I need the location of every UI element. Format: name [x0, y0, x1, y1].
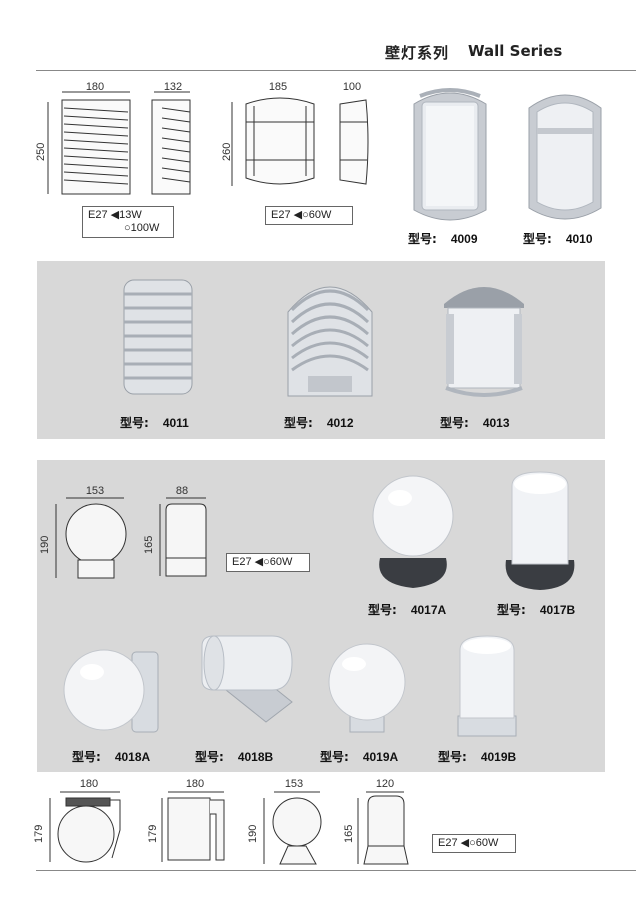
- model-prefix: 型号:: [523, 232, 552, 246]
- model-number: 4018B: [237, 750, 274, 764]
- spec-box-b: E27 ◀○60W: [265, 206, 353, 225]
- page-title-english: Wall Series: [468, 42, 563, 60]
- drawing-4018a: [49, 791, 121, 863]
- drawing-4019a: [263, 791, 322, 865]
- socket-type: E27: [438, 837, 458, 849]
- product-label-4017b: 型号: 4017B: [497, 601, 575, 618]
- model-prefix: 型号:: [497, 603, 526, 617]
- drawing-cylinder-lamp: [159, 497, 207, 577]
- dim-height-4019a: 190: [247, 824, 259, 843]
- model-number: 4019B: [480, 750, 517, 764]
- model-prefix: 型号:: [368, 603, 397, 617]
- product-label-4011: 型号: 4011: [120, 414, 189, 431]
- model-prefix: 型号:: [195, 750, 224, 764]
- drawing-4019b: [357, 791, 409, 865]
- model-number: 4017B: [539, 603, 576, 617]
- model-prefix: 型号:: [284, 416, 313, 430]
- dim-height-4018b: 179: [147, 824, 159, 843]
- bulb-icon: ◀○: [254, 556, 270, 568]
- product-label-4019a: 型号: 4019A: [320, 748, 398, 765]
- product-image-4019a: [328, 643, 406, 733]
- wattage: 60W: [475, 837, 499, 849]
- model-prefix: 型号:: [120, 416, 149, 430]
- product-image-4018a: [63, 649, 159, 733]
- spec-box-section3: E27 ◀○60W: [226, 553, 310, 572]
- bulb-icon: ○: [124, 222, 131, 234]
- drawing-4018b: [161, 791, 225, 862]
- product-image-4012: [287, 286, 373, 397]
- model-prefix: 型号:: [438, 750, 467, 764]
- bulb-icon: ◀○: [460, 837, 476, 849]
- product-label-4009: 型号: 4009: [408, 230, 478, 247]
- model-prefix: 型号:: [440, 416, 469, 430]
- wattage: 60W: [269, 556, 293, 568]
- product-label-4012: 型号: 4012: [284, 414, 354, 431]
- product-image-4019b: [457, 635, 517, 737]
- spec-box-a: E27 ◀13W ○100W: [82, 206, 174, 238]
- model-prefix: 型号:: [72, 750, 101, 764]
- dim-width-4018a: 180: [79, 778, 99, 790]
- socket-type: E27: [88, 209, 108, 221]
- drawing-louver-lamp: [47, 91, 191, 195]
- dim-width-4019a: 153: [284, 778, 304, 790]
- product-image-4009: [413, 88, 487, 221]
- dim-depth-a: 132: [163, 81, 183, 93]
- product-label-4019b: 型号: 4019B: [438, 748, 516, 765]
- dim-width-globe: 153: [85, 485, 105, 497]
- model-number: 4018A: [114, 750, 151, 764]
- dim-height-4018a: 179: [33, 824, 45, 843]
- wattage-2: 100W: [130, 222, 160, 234]
- dim-width-b: 185: [268, 81, 288, 93]
- footer-rule: [36, 870, 636, 871]
- model-number: 4009: [450, 232, 478, 246]
- model-prefix: 型号:: [408, 232, 437, 246]
- page-title-chinese: 壁灯系列: [385, 44, 450, 62]
- socket-type: E27: [271, 209, 291, 221]
- product-image-4010: [528, 94, 602, 220]
- product-image-4017a: [372, 475, 454, 588]
- dim-height-globe: 190: [39, 535, 51, 554]
- model-number: 4017A: [410, 603, 447, 617]
- model-number: 4012: [326, 416, 354, 430]
- bulb-icon: ◀: [110, 209, 120, 221]
- dim-height-cylinder: 165: [143, 535, 155, 554]
- socket-type: E27: [232, 556, 252, 568]
- dim-width-4018b: 180: [185, 778, 205, 790]
- product-image-4013: [444, 287, 524, 397]
- dim-height-4019b: 165: [343, 824, 355, 843]
- product-image-4018b: [201, 635, 293, 723]
- product-label-4018a: 型号: 4018A: [72, 748, 150, 765]
- wattage: 60W: [308, 209, 332, 221]
- product-label-4010: 型号: 4010: [523, 230, 593, 247]
- model-number: 4011: [162, 416, 189, 430]
- dim-width-4019b: 120: [375, 778, 395, 790]
- product-label-4013: 型号: 4013: [440, 414, 510, 431]
- product-image-4017b: [505, 471, 575, 590]
- bulb-icon: ◀○: [293, 209, 309, 221]
- model-number: 4010: [565, 232, 593, 246]
- drawing-globe-lamp: [55, 497, 127, 579]
- model-number: 4013: [482, 416, 510, 430]
- product-label-4017a: 型号: 4017A: [368, 601, 446, 618]
- drawing-bulkhead-lamp: [231, 97, 369, 186]
- dim-width-a: 180: [85, 81, 105, 93]
- dim-depth-b: 100: [342, 81, 362, 93]
- spec-box-section4: E27 ◀○60W: [432, 834, 516, 853]
- wattage-1: 13W: [119, 209, 142, 221]
- header-rule: [36, 70, 636, 71]
- product-image-4011: [123, 279, 193, 395]
- model-number: 4019A: [362, 750, 399, 764]
- model-prefix: 型号:: [320, 750, 349, 764]
- product-label-4018b: 型号: 4018B: [195, 748, 273, 765]
- dim-width-cylinder: 88: [175, 485, 189, 497]
